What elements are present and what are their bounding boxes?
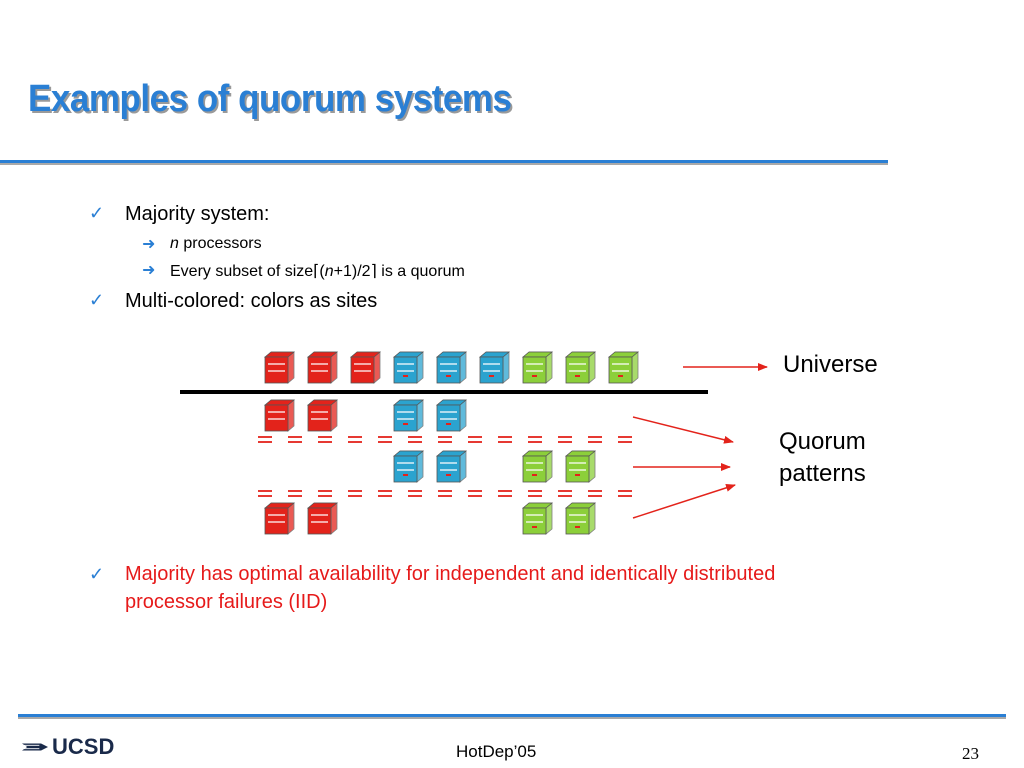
universe-server-blue [392,351,425,384]
pattern-2-server-green [521,450,554,483]
pattern-3-server-red [263,502,296,535]
universe-server-blue [435,351,468,384]
dashed-separator-1 [408,436,422,443]
dashed-separator-1 [558,436,572,443]
pattern-1-server-red [263,399,296,432]
bullet-majority: ✓ Majority system: [89,203,270,226]
ucsd-logo: UCSD [22,734,114,760]
slide-title: Examples of quorum systems [28,78,512,120]
bullet-text: Majority has optimal availability for in… [125,563,776,613]
arrow-pattern-3 [632,483,736,519]
ceil-close: ⌉ [370,263,377,280]
sub-text-before: Every subset of size [170,263,314,280]
dashed-separator-1 [348,436,362,443]
dashed-separator-1 [498,436,512,443]
pattern-3-server-green [521,502,554,535]
universe-server-blue [478,351,511,384]
quorum-patterns-label: Quorum patterns [779,428,866,487]
dashed-separator-2 [348,490,362,497]
pattern-2-server-green [564,450,597,483]
title-underline [0,160,888,163]
universe-server-red [263,351,296,384]
dashed-separator-1 [318,436,332,443]
footer-rule [18,714,1006,717]
universe-server-red [306,351,339,384]
arrow-right-icon: ➜ [142,236,156,253]
pattern-1-server-blue [435,399,468,432]
ceil-open: ⌈ [313,263,320,280]
checkmark-icon: ✓ [89,564,105,584]
dashed-separator-2 [588,490,602,497]
universe-server-red [349,351,382,384]
arrow-right-icon: ➜ [142,262,156,279]
dashed-separator-1 [258,436,272,443]
dashed-separator-2 [558,490,572,497]
checkmark-icon: ✓ [89,203,105,223]
dashed-separator-2 [618,490,632,497]
dashed-separator-2 [438,490,452,497]
arrow-pattern-1 [632,416,734,444]
checkmark-icon: ✓ [89,290,105,310]
dashed-separator-2 [258,490,272,497]
bullet-multicolored: ✓ Multi-colored: colors as sites [89,290,378,313]
formula-rest: +1)/2 [333,263,371,280]
pattern-1-server-blue [392,399,425,432]
bullet-text: Majority system: [125,203,270,225]
dashed-separator-2 [528,490,542,497]
italic-n: n [170,235,179,252]
pattern-2-server-blue [435,450,468,483]
paren-open: ( [319,263,325,280]
dashed-separator-2 [498,490,512,497]
dashed-separator-2 [468,490,482,497]
dashed-separator-1 [528,436,542,443]
pattern-2-server-blue [392,450,425,483]
dashed-separator-2 [408,490,422,497]
italic-n: n [324,263,334,280]
dashed-separator-1 [468,436,482,443]
pattern-3-server-green [564,502,597,535]
dashed-separator-2 [378,490,392,497]
dashed-separator-1 [378,436,392,443]
bullet-iid: ✓ Majority has optimal availability for … [89,560,865,616]
logo-text: UCSD [52,734,115,759]
sub-bullet-subset: ➜ Every subset of size⌈(n+1)/2⌉ is a quo… [142,261,465,281]
pattern-1-server-red [306,399,339,432]
dashed-separator-1 [438,436,452,443]
universe-server-green [521,351,554,384]
universe-label: Universe [783,351,878,378]
universe-server-green [564,351,597,384]
triton-wing-icon [22,743,48,751]
sub-text-after: is a quorum [376,263,465,280]
dashed-separator-2 [288,490,302,497]
dashed-separator-1 [288,436,302,443]
sub-text: processors [178,235,262,252]
footer-conference: HotDep’05 [456,742,537,761]
pattern-3-server-red [306,502,339,535]
sub-bullet-processors: ➜ n processors [142,235,262,253]
universe-server-green [607,351,640,384]
bullet-text: Multi-colored: colors as sites [125,290,378,312]
dashed-separator-2 [318,490,332,497]
dashed-separator-1 [588,436,602,443]
page-number: 23 [962,744,979,763]
dashed-separator-1 [618,436,632,443]
